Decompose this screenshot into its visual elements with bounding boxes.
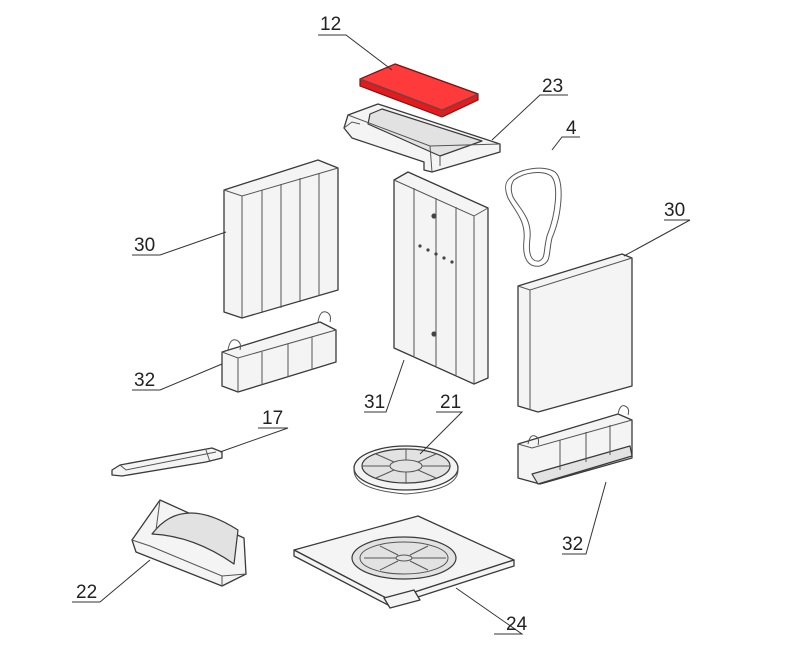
callout-30-right: 30: [664, 200, 685, 221]
callout-21: 21: [440, 392, 461, 413]
part-4-gasket[interactable]: [505, 167, 562, 267]
part-30-left-side-brick[interactable]: [223, 159, 339, 319]
callout-32-left: 32: [134, 370, 155, 391]
part-32-left-lower-brick[interactable]: [221, 311, 337, 393]
part-12-top-plate[interactable]: [359, 63, 479, 118]
part-17-flat-bar[interactable]: [111, 447, 223, 477]
part-22-front-lip[interactable]: [131, 499, 247, 587]
callout-labels: 12 23 4 30 30 31 32 32 17 21 22 24: [76, 14, 685, 635]
part-24-bottom-frame[interactable]: [293, 515, 515, 609]
callout-22: 22: [76, 582, 97, 603]
leader-lines: [72, 34, 691, 635]
part-23-top-frame[interactable]: [343, 103, 501, 173]
part-32-right-lower-brick[interactable]: [517, 405, 633, 485]
part-21-round-grate[interactable]: [353, 445, 459, 495]
callout-32-right: 32: [562, 534, 583, 555]
callout-31: 31: [364, 392, 385, 413]
callout-4: 4: [566, 118, 577, 139]
callout-17: 17: [262, 408, 283, 429]
callout-12: 12: [320, 14, 341, 35]
callout-24: 24: [506, 614, 528, 635]
part-31-back-brick[interactable]: [393, 171, 489, 385]
part-30-right-side-brick[interactable]: [517, 253, 633, 413]
callout-30-left: 30: [134, 235, 155, 256]
callout-23: 23: [542, 76, 563, 97]
